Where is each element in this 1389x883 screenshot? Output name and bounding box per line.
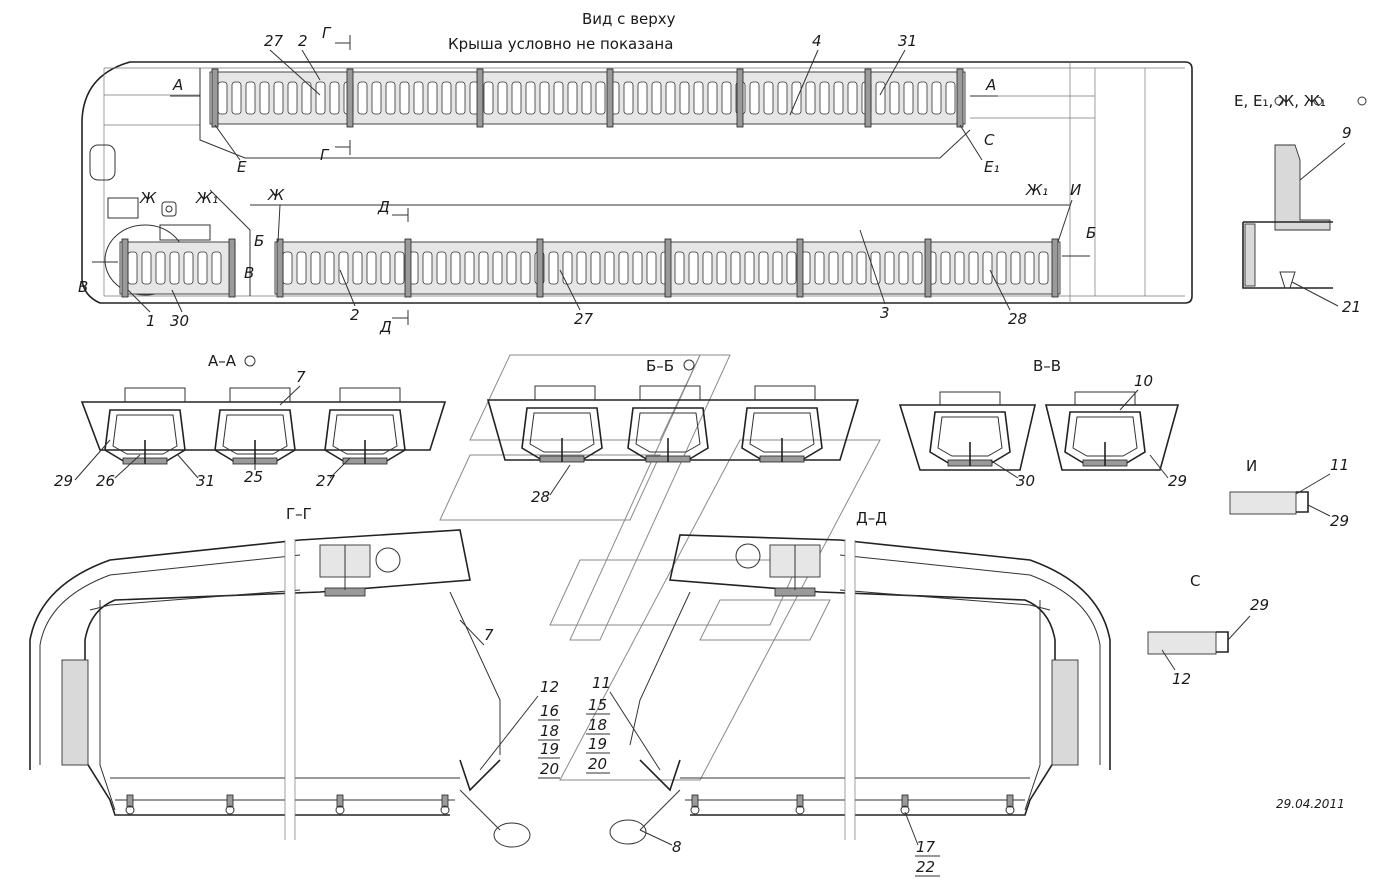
roof-note: Крыша условно не показана <box>448 35 673 53</box>
label-2-bottom: 2 <box>350 306 360 324</box>
section-bb: Б–Б 28 <box>486 357 860 506</box>
section-dd-title: Д–Д <box>856 509 887 527</box>
detail-e-zh: Е, Е₁, Ж, Ж₁ 9 21 <box>1234 92 1367 316</box>
dd-label-18: 18 <box>588 716 607 734</box>
cut-a-right: А <box>985 76 996 94</box>
lower-seat-row <box>274 238 1061 298</box>
label-27: 27 <box>264 32 284 50</box>
label-1: 1 <box>146 312 156 330</box>
top-view-labels: 27 2 Г 4 31 А А Е Г С Е₁ Ж Ж₁ Ж Д Ж₁ И Б… <box>78 24 1096 336</box>
cut-g-label: Г <box>322 24 332 42</box>
label-i: И <box>1070 181 1081 199</box>
section-i: И 11 29 <box>1229 456 1349 530</box>
gg-label-12: 12 <box>540 678 559 696</box>
dd-label-11: 11 <box>592 674 611 692</box>
bb-label-28: 28 <box>531 488 550 506</box>
label-zh-b: Ж <box>267 186 285 204</box>
gg-label-7: 7 <box>484 626 494 644</box>
gg-label-16: 16 <box>540 702 559 720</box>
top-view-title: Вид с верху <box>582 10 676 28</box>
cut-a-left: А <box>172 76 183 94</box>
vv-label-10: 10 <box>1134 372 1153 390</box>
label-28: 28 <box>1008 310 1027 328</box>
cut-d-top: Д <box>377 198 390 216</box>
cut-d-bottom: Д <box>379 318 392 336</box>
cut-b-left: Б <box>254 232 264 250</box>
aa-label-29: 29 <box>54 472 73 490</box>
front-seat-block <box>119 238 236 298</box>
label-zh1-b: Ж₁ <box>1025 181 1048 199</box>
cut-v-right: В <box>244 264 254 282</box>
section-vv: В–В 10 30 29 <box>898 357 1187 490</box>
label-30: 30 <box>170 312 189 330</box>
aa-label-7: 7 <box>296 368 306 386</box>
dd-label-17: 17 <box>916 838 936 856</box>
label-2: 2 <box>298 32 308 50</box>
label-zh: Ж <box>139 189 157 207</box>
cut-b-right: Б <box>1086 224 1096 242</box>
cut-v-left: В <box>78 278 88 296</box>
aa-label-27: 27 <box>316 472 336 490</box>
aa-label-26: 26 <box>96 472 115 490</box>
section-gg: Г–Г 7 12 16 18 19 20 <box>29 505 560 848</box>
section-aa-title: А–А <box>208 352 237 370</box>
watermark-logo <box>439 354 881 781</box>
dd-label-22: 22 <box>916 858 935 876</box>
gg-label-20: 20 <box>540 760 559 778</box>
gg-label-18: 18 <box>540 722 559 740</box>
drawing-date: 29.04.2011 <box>1276 797 1345 811</box>
section-gg-title: Г–Г <box>286 505 312 523</box>
dd-label-8: 8 <box>672 838 682 856</box>
s-label-29: 29 <box>1250 596 1269 614</box>
detail-label-9: 9 <box>1342 124 1352 142</box>
bus-top-view <box>81 61 1193 304</box>
i-label-11: 11 <box>1330 456 1349 474</box>
detail-e-title: Е, Е₁, Ж, Ж₁ <box>1234 92 1326 110</box>
i-label-29: 29 <box>1330 512 1349 530</box>
aa-label-31: 31 <box>196 472 215 490</box>
detail-label-21: 21 <box>1342 298 1361 316</box>
label-3: 3 <box>880 304 890 322</box>
section-s: С 29 12 <box>1147 572 1269 688</box>
upper-seat-row <box>209 68 966 128</box>
cut-g-bottom: Г <box>320 146 330 164</box>
dd-label-20: 20 <box>588 755 607 773</box>
section-i-title: И <box>1246 457 1257 475</box>
s-label-12: 12 <box>1172 670 1191 688</box>
section-bb-title: Б–Б <box>646 357 674 375</box>
dd-label-19: 19 <box>588 735 607 753</box>
aa-label-25: 25 <box>244 468 263 486</box>
vv-label-30: 30 <box>1016 472 1035 490</box>
section-dd: Д–Д 11 15 18 19 20 8 17 22 <box>586 509 1111 877</box>
gg-label-19: 19 <box>540 740 559 758</box>
section-aa: А–А 7 29 26 31 25 27 <box>54 352 447 490</box>
label-31: 31 <box>898 32 917 50</box>
dd-label-15: 15 <box>588 696 607 714</box>
label-4: 4 <box>812 32 822 50</box>
label-c: С <box>984 131 995 149</box>
section-s-title: С <box>1190 572 1200 590</box>
vv-label-29: 29 <box>1168 472 1187 490</box>
label-27-bottom: 27 <box>574 310 594 328</box>
section-vv-title: В–В <box>1033 357 1061 375</box>
label-e: Е <box>237 158 247 176</box>
label-e1: Е₁ <box>984 158 1000 176</box>
label-zh1: Ж₁ <box>195 189 218 207</box>
